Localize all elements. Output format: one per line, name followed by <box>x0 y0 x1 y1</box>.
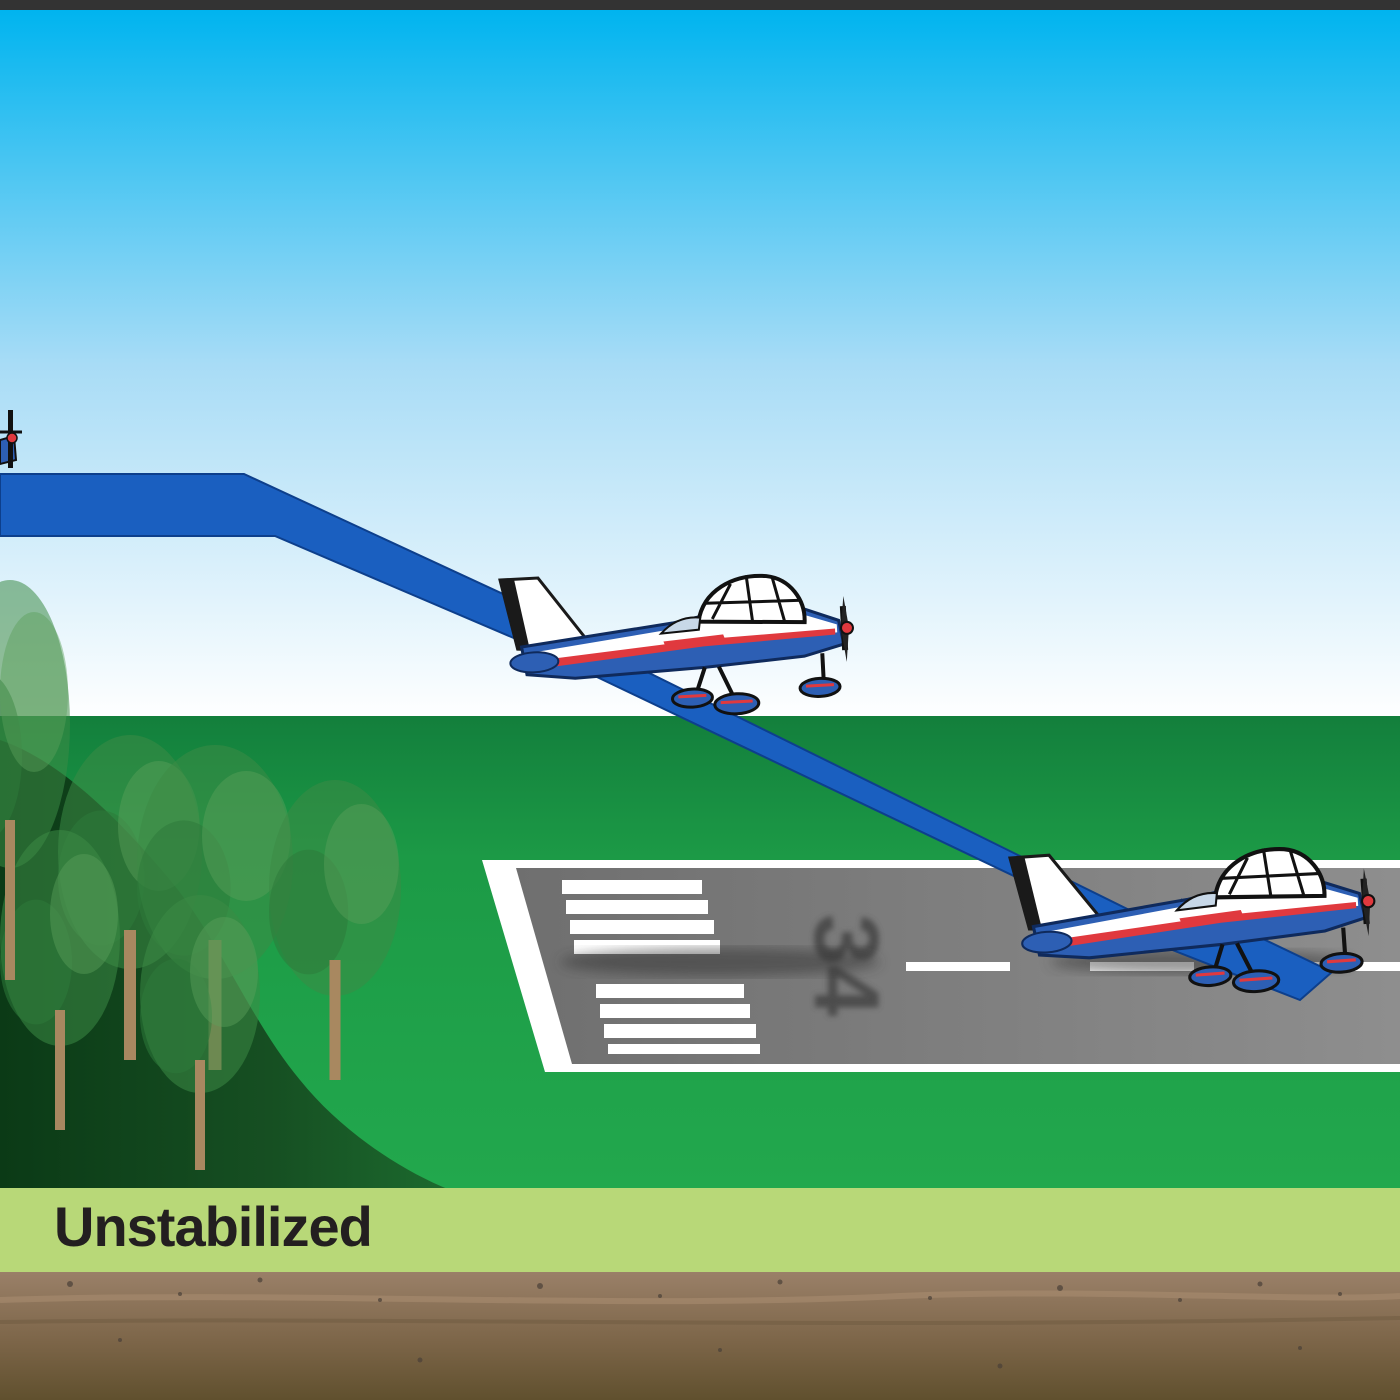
caption-band <box>0 1188 1400 1274</box>
soil <box>0 1272 1400 1400</box>
top-border <box>0 0 1400 10</box>
caption-label: Unstabilized <box>54 1195 373 1258</box>
airplane-icon <box>0 410 22 468</box>
sky <box>0 10 1400 720</box>
